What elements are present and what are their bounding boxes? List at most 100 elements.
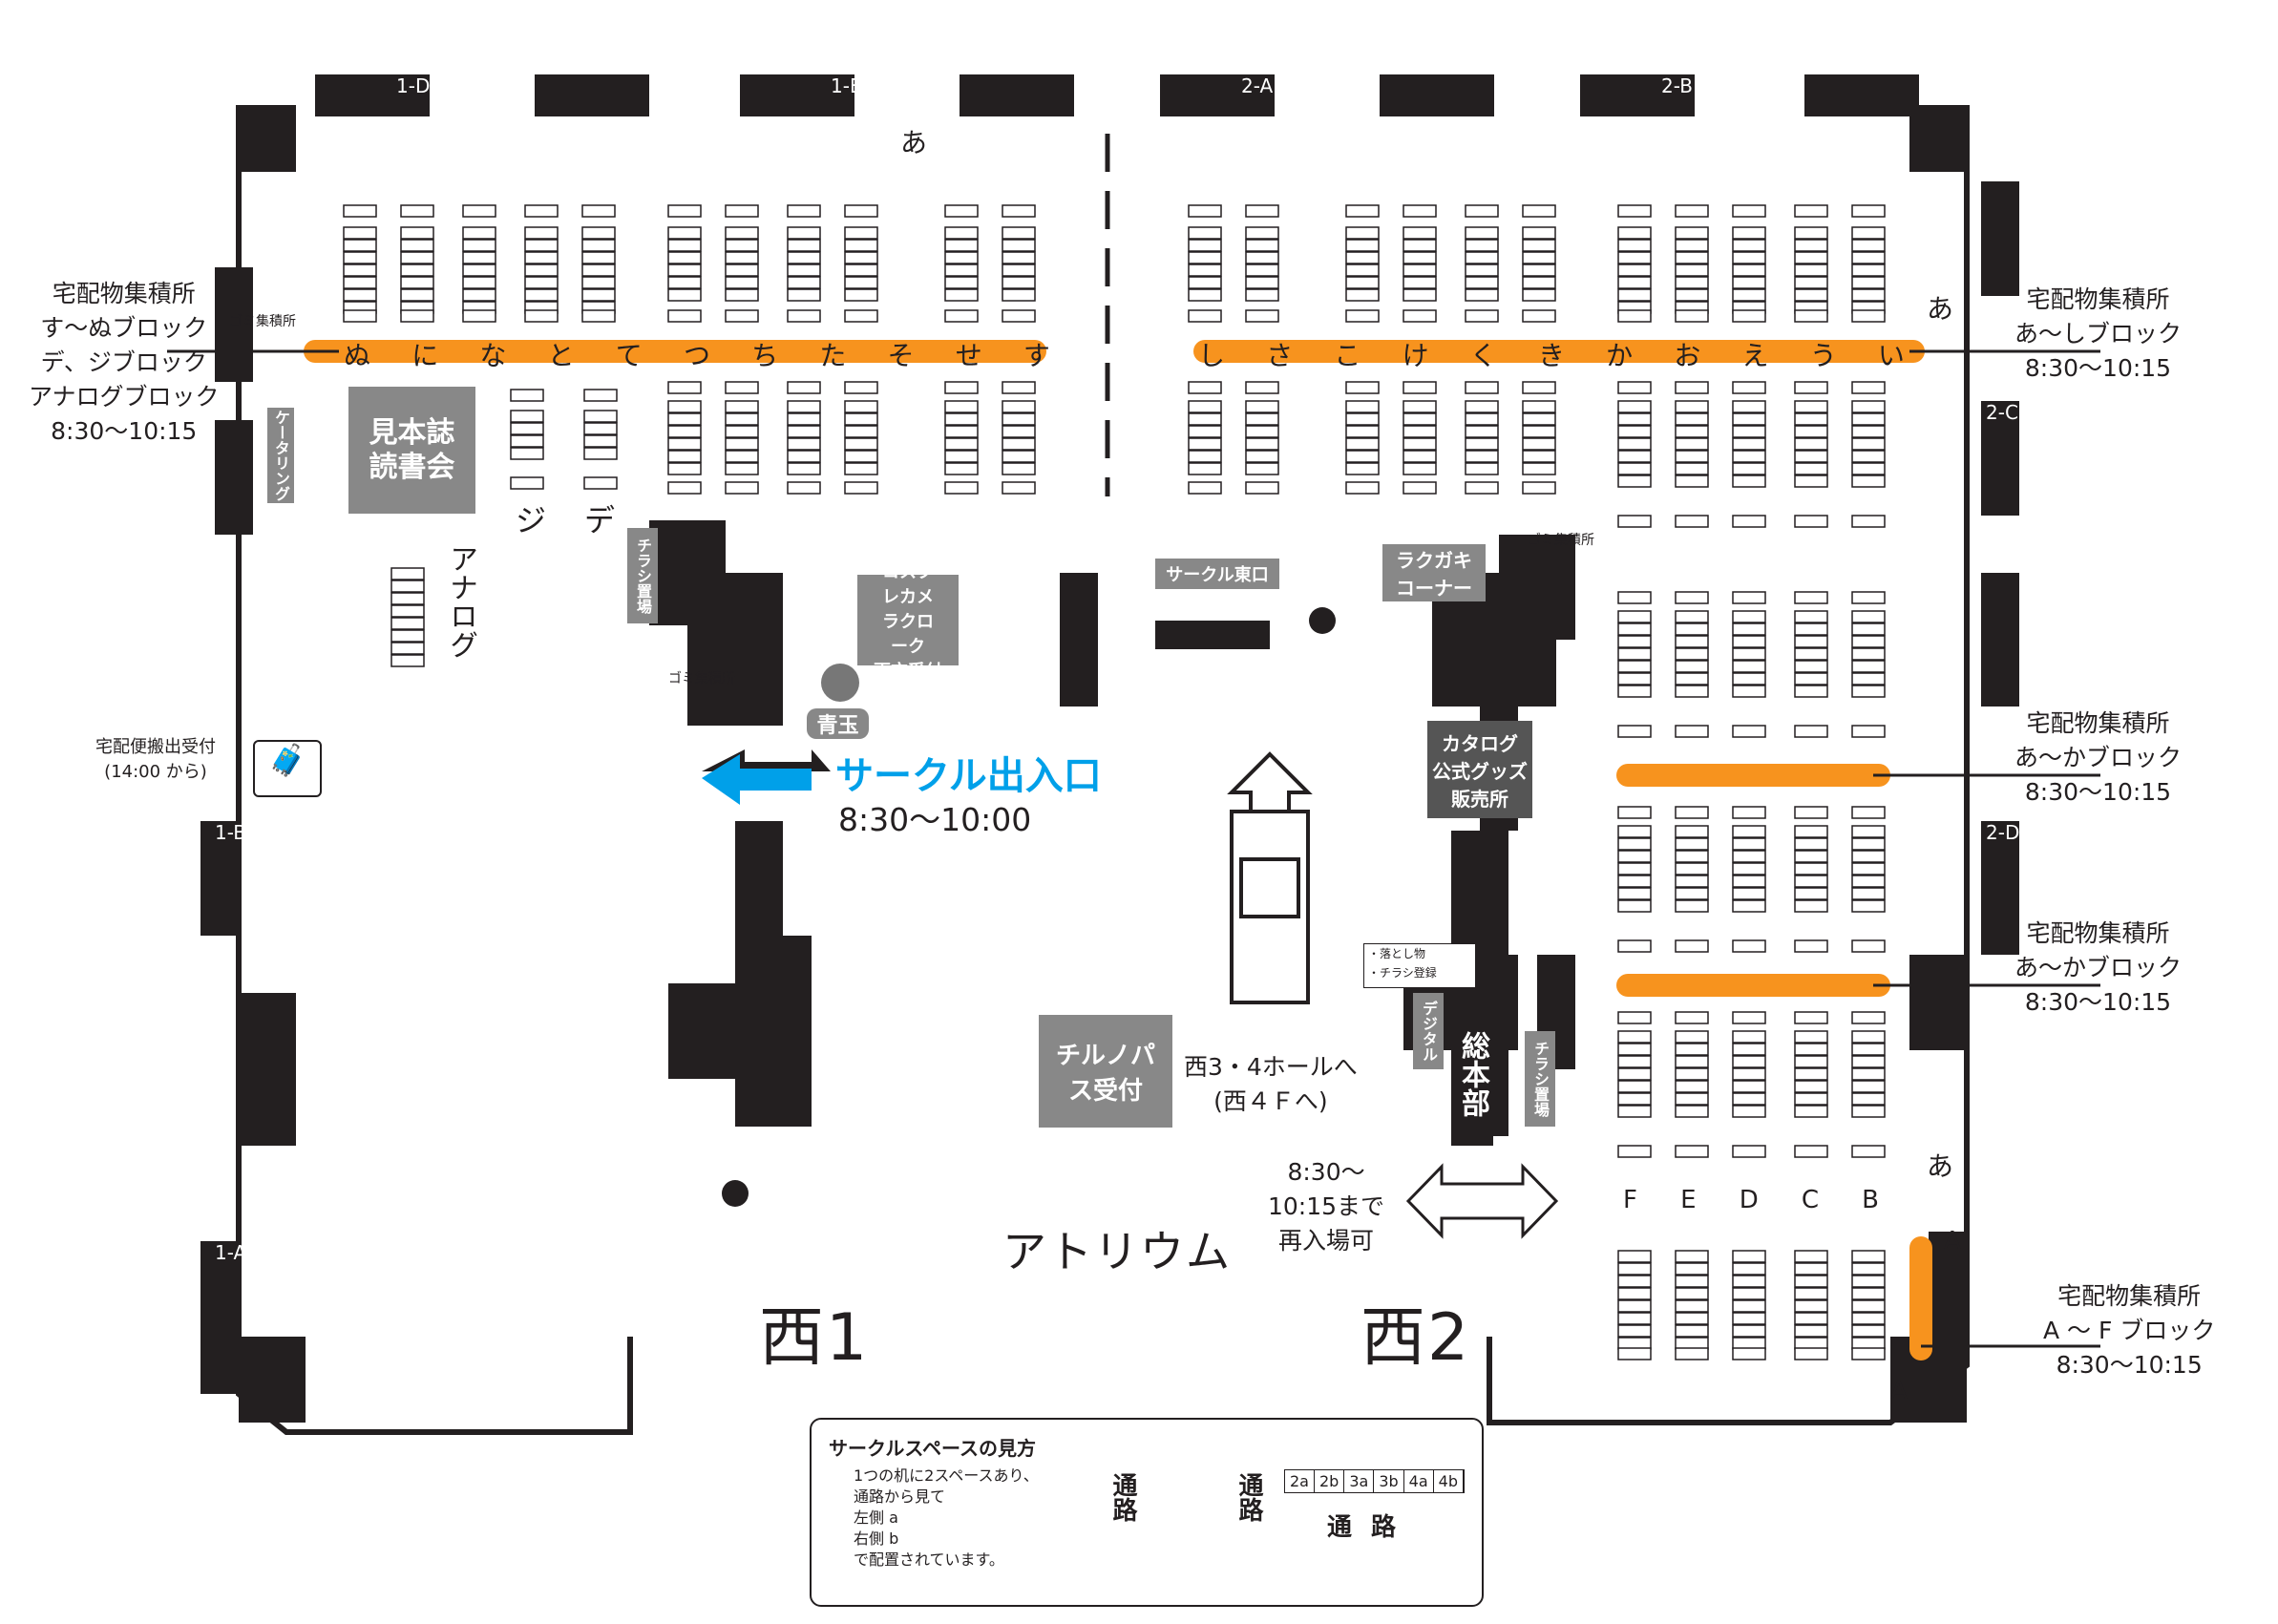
booth-desk <box>1188 481 1222 495</box>
booth-desk <box>1675 1067 1709 1081</box>
block-de: デ <box>584 502 616 538</box>
booth-desk <box>1794 862 1828 875</box>
booth-desk <box>1245 381 1279 394</box>
booth-desk <box>1732 1287 1766 1300</box>
booth-desk <box>1794 685 1828 698</box>
booth-desk <box>1617 685 1652 698</box>
booth-desk <box>1794 1287 1828 1300</box>
booth-desk <box>844 412 878 426</box>
block-letter: い <box>1877 340 1905 371</box>
delivery-point-left: 宅配物集積所 す〜ぬブロック デ、ジブロック アナログブロック 8:30〜10:… <box>29 280 220 445</box>
legend-cell: 2a <box>1285 1470 1315 1492</box>
booth-desk <box>1794 1055 1828 1068</box>
booth-desk <box>944 437 979 451</box>
booth-desk <box>1732 622 1766 636</box>
booth-desk <box>944 226 979 240</box>
hall-west2-label: 西2 <box>1360 1300 1471 1376</box>
block-letter: こ <box>1334 340 1361 371</box>
booth-desk <box>400 309 434 323</box>
garbage-center: ゴミ集積所 <box>668 671 735 686</box>
booth-desk <box>1617 475 1652 488</box>
booth-desk <box>1675 1324 1709 1338</box>
booth-desk <box>1403 288 1437 302</box>
booth-desk <box>1732 806 1766 819</box>
flyer-stand-left: チラシ置場 <box>627 528 658 623</box>
booth-desk <box>343 309 377 323</box>
booth-desk <box>1617 1347 1652 1360</box>
legend-description: 1つの机に2スペースあり、 通路から見て 左側 a 右側 b で配置されています… <box>854 1466 1039 1569</box>
booth-desk <box>1403 276 1437 289</box>
booth-desk <box>1675 887 1709 900</box>
booth-desk <box>400 239 434 252</box>
booth-desk <box>1732 251 1766 264</box>
block-a-top: あ <box>900 127 928 158</box>
booth-desk <box>1851 264 1886 277</box>
block-letter: て <box>615 340 643 371</box>
booth-desk <box>1465 381 1499 394</box>
booth-desk <box>1794 837 1828 851</box>
booth-desk <box>1851 515 1886 528</box>
booth-desk <box>1002 381 1036 394</box>
booth-desk <box>1345 276 1380 289</box>
booth-desk <box>1675 1030 1709 1044</box>
booth-desk <box>1345 450 1380 463</box>
booth-desk <box>510 434 544 448</box>
booth-desk <box>1465 264 1499 277</box>
delivery-point-latin: 宅配物集積所 A 〜 F ブロック 8:30〜10:15 <box>2043 1282 2216 1379</box>
booth-desk <box>1851 1262 1886 1276</box>
booth-desk <box>1403 381 1437 394</box>
booth-desk <box>343 276 377 289</box>
booth-desk <box>1851 825 1886 838</box>
booth-desk <box>844 425 878 438</box>
booth-desk <box>1188 437 1222 451</box>
booth-desk <box>1675 1262 1709 1276</box>
booth-desk <box>462 251 496 264</box>
booth-desk <box>1675 239 1709 252</box>
booth-desk <box>1851 862 1886 875</box>
booth-desk <box>1794 1105 1828 1118</box>
booth-desk <box>1245 204 1279 218</box>
booth-desk <box>1851 204 1886 218</box>
booth-desk <box>1794 412 1828 426</box>
booth-desk <box>1617 899 1652 913</box>
luggage-icon: 🧳 <box>253 740 322 797</box>
booth-desk <box>1732 1312 1766 1325</box>
booth-desk <box>1851 899 1886 913</box>
booth-desk <box>1617 1275 1652 1288</box>
garbage-right: ゴミ集積所 <box>1528 533 1594 548</box>
booth-desk <box>787 288 821 302</box>
booth-desk <box>844 204 878 218</box>
booth-desk <box>1732 1030 1766 1044</box>
booth-desk <box>1851 875 1886 888</box>
booth-desk <box>1851 1287 1886 1300</box>
booth-desk <box>1675 400 1709 413</box>
booth-desk <box>1732 1337 1766 1350</box>
booth-desk <box>1794 939 1828 953</box>
booth-desk <box>1794 1145 1828 1158</box>
booth-desk <box>524 309 559 323</box>
booth-desk <box>1675 591 1709 604</box>
block-letter: D <box>1739 1186 1759 1214</box>
booth-desk <box>1245 264 1279 277</box>
booth-desk <box>1465 239 1499 252</box>
booth-desk <box>1794 1337 1828 1350</box>
booth-desk <box>1002 251 1036 264</box>
booth-desk <box>581 239 616 252</box>
booth-desk <box>1522 437 1556 451</box>
booth-desk <box>1794 288 1828 302</box>
booth-desk <box>1794 381 1828 394</box>
booth-desk <box>1732 837 1766 851</box>
booth-desk <box>581 251 616 264</box>
booth-desk <box>725 226 759 240</box>
booth-desk <box>1345 226 1380 240</box>
booth-desk <box>1617 672 1652 685</box>
booth-desk <box>787 226 821 240</box>
booth-desk <box>787 481 821 495</box>
booth-desk <box>1794 875 1828 888</box>
legend-cell: 4a <box>1404 1470 1434 1492</box>
booth-desk <box>1794 1092 1828 1106</box>
booth-desk <box>787 309 821 323</box>
booth-desk <box>1403 437 1437 451</box>
booth-desk <box>944 276 979 289</box>
booth-desk <box>725 437 759 451</box>
